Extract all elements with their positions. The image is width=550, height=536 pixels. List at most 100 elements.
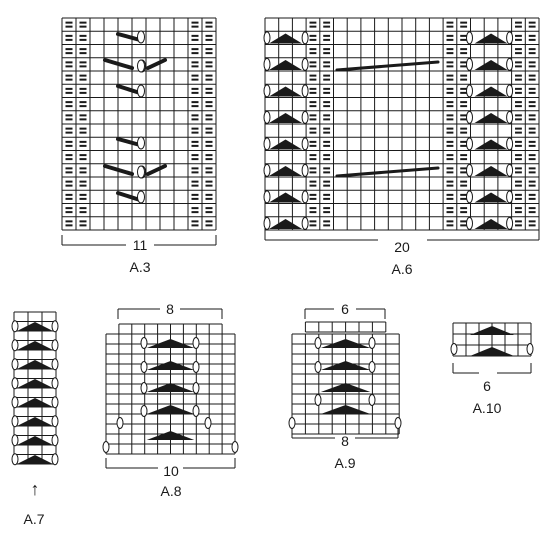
yarn-over-symbol bbox=[301, 216, 309, 230]
purl-symbol bbox=[323, 48, 331, 51]
purl-symbol bbox=[528, 78, 536, 81]
purl-symbol bbox=[528, 25, 536, 28]
purl-symbol bbox=[65, 220, 73, 223]
purl-symbol bbox=[323, 78, 331, 81]
purl-symbol bbox=[446, 211, 454, 214]
purl-symbol bbox=[65, 78, 73, 81]
chart-a6 bbox=[263, 17, 540, 241]
purl-symbol bbox=[460, 158, 468, 161]
purl-symbol bbox=[191, 154, 199, 157]
purl-symbol bbox=[528, 87, 536, 90]
yarn-over-symbol bbox=[314, 361, 322, 373]
yarn-over-symbol bbox=[466, 216, 473, 230]
purl-symbol bbox=[323, 131, 331, 134]
width-bracket bbox=[105, 458, 236, 469]
chart-a10 bbox=[450, 322, 534, 374]
purl-symbol bbox=[205, 184, 213, 187]
yarn-over-symbol bbox=[140, 361, 148, 373]
yarn-over-symbol bbox=[263, 137, 271, 151]
purl-symbol bbox=[79, 211, 87, 214]
purl-symbol bbox=[528, 65, 536, 68]
decrease-triangle bbox=[146, 431, 195, 440]
purl-symbol bbox=[79, 34, 87, 37]
purl-symbol bbox=[79, 74, 87, 77]
purl-symbol bbox=[528, 21, 536, 24]
decrease-triangle bbox=[474, 113, 508, 123]
purl-symbol bbox=[65, 118, 73, 121]
yarn-over-symbol bbox=[301, 84, 309, 98]
decrease-triangle bbox=[17, 322, 53, 331]
width-bracket bbox=[61, 235, 217, 246]
purl-symbol bbox=[323, 101, 331, 104]
purl-symbol bbox=[79, 144, 87, 147]
purl-symbol bbox=[205, 101, 213, 104]
purl-symbol bbox=[528, 52, 536, 55]
yarn-over-symbol bbox=[368, 337, 376, 349]
purl-symbol bbox=[191, 224, 199, 227]
purl-symbol bbox=[528, 48, 536, 51]
purl-symbol bbox=[191, 197, 199, 200]
purl-symbol bbox=[460, 105, 468, 108]
a6-label: A.6 bbox=[391, 261, 412, 277]
purl-symbol bbox=[323, 114, 331, 117]
purl-symbol bbox=[205, 114, 213, 117]
yarn-over-symbol bbox=[450, 343, 458, 355]
purl-symbol bbox=[309, 127, 317, 130]
purl-symbol bbox=[205, 193, 213, 196]
purl-symbol bbox=[528, 154, 536, 157]
purl-symbol bbox=[65, 197, 73, 200]
purl-symbol bbox=[309, 21, 317, 24]
cable-line bbox=[116, 32, 142, 42]
yarn-over-symbol bbox=[11, 396, 19, 409]
purl-symbol bbox=[528, 91, 536, 94]
purl-symbol bbox=[528, 158, 536, 161]
purl-symbol bbox=[79, 171, 87, 174]
a10-label: A.10 bbox=[473, 400, 502, 416]
purl-symbol bbox=[65, 167, 73, 170]
purl-symbol bbox=[205, 224, 213, 227]
purl-symbol bbox=[309, 224, 317, 227]
purl-symbol bbox=[460, 61, 468, 64]
purl-symbol bbox=[79, 118, 87, 121]
purl-symbol bbox=[65, 131, 73, 134]
width-bracket bbox=[291, 428, 399, 439]
purl-symbol bbox=[309, 101, 317, 104]
purl-symbol bbox=[446, 207, 454, 210]
yarn-over-symbol bbox=[11, 453, 19, 466]
purl-symbol bbox=[323, 197, 331, 200]
purl-symbol bbox=[205, 91, 213, 94]
purl-symbol bbox=[446, 34, 454, 37]
purl-symbol bbox=[515, 144, 522, 147]
decrease-triangle bbox=[146, 405, 195, 414]
purl-symbol bbox=[323, 21, 331, 24]
purl-symbol bbox=[515, 193, 522, 196]
purl-symbol bbox=[460, 167, 468, 170]
yarn-over-symbol bbox=[11, 415, 19, 428]
purl-symbol bbox=[446, 197, 454, 200]
purl-symbol bbox=[446, 91, 454, 94]
purl-symbol bbox=[205, 171, 213, 174]
yarn-over-symbol bbox=[288, 417, 296, 429]
purl-symbol bbox=[528, 144, 536, 147]
purl-symbol bbox=[460, 180, 468, 183]
purl-symbol bbox=[309, 144, 317, 147]
purl-symbol bbox=[309, 25, 317, 28]
purl-symbol bbox=[515, 38, 522, 41]
purl-symbol bbox=[205, 158, 213, 161]
a10-bottom-count: 6 bbox=[483, 378, 491, 394]
purl-symbol bbox=[79, 154, 87, 157]
a8-label: A.8 bbox=[160, 483, 181, 499]
yarn-over-symbol bbox=[466, 163, 473, 177]
purl-symbol bbox=[309, 131, 317, 134]
decrease-triangle bbox=[17, 341, 53, 350]
purl-symbol bbox=[460, 118, 468, 121]
purl-symbol bbox=[65, 207, 73, 210]
yarn-over-symbol bbox=[368, 361, 376, 373]
yarn-over-symbol bbox=[466, 31, 473, 45]
yarn-over-symbol bbox=[263, 190, 271, 204]
purl-symbol bbox=[191, 220, 199, 223]
purl-symbol bbox=[191, 52, 199, 55]
yarn-over-symbol bbox=[231, 441, 239, 453]
purl-symbol bbox=[515, 105, 522, 108]
purl-symbol bbox=[446, 193, 454, 196]
